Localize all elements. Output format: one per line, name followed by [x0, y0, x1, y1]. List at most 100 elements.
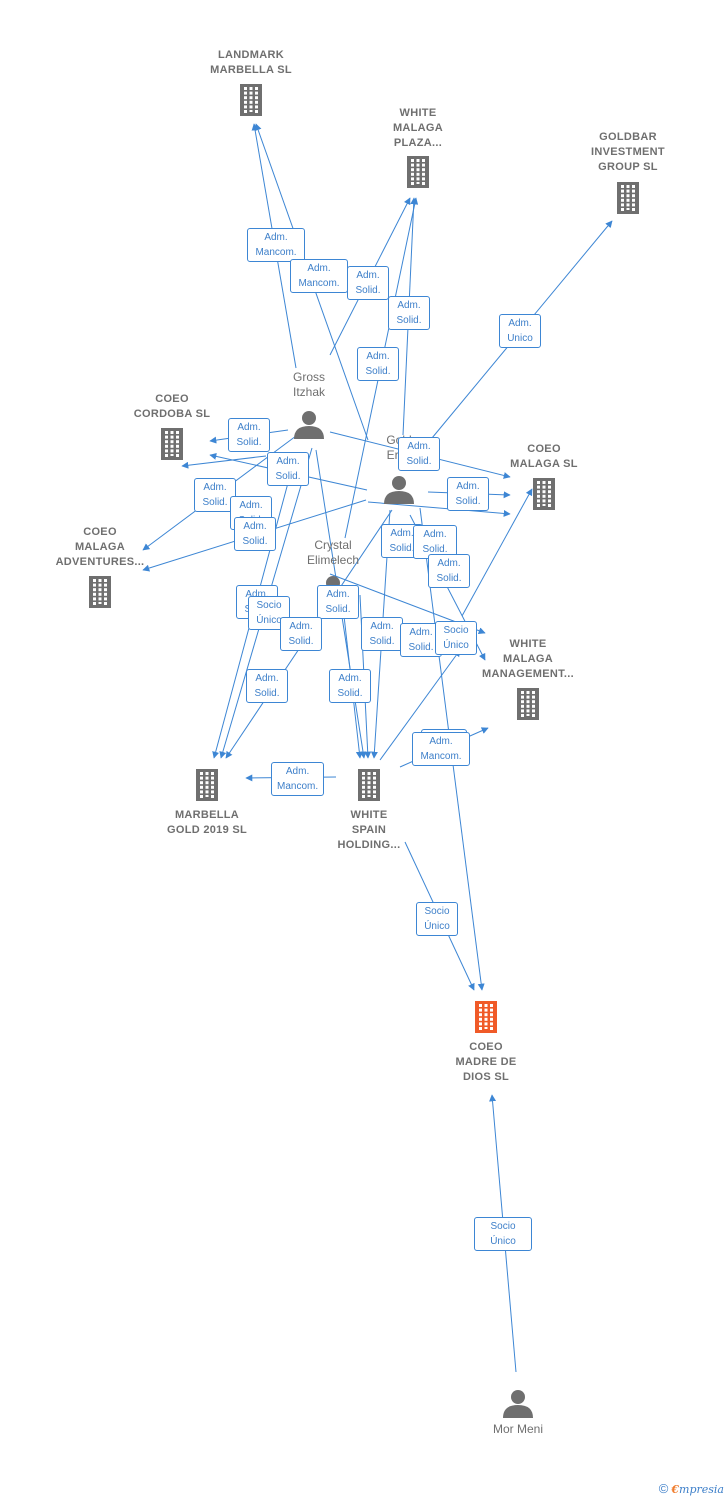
relation-label-line: Solid.: [455, 496, 481, 507]
company-icon[interactable]: [89, 576, 111, 608]
relation-label-line: Unico: [507, 333, 533, 344]
node-label-line: Gross: [292, 370, 325, 384]
relation-label[interactable]: Adm.Solid.: [246, 669, 288, 703]
relation-label-line: Adm.: [255, 673, 279, 684]
relation-label-line: Solid.: [202, 497, 228, 508]
relation-label-line: Socio: [443, 625, 469, 636]
node-label-line: MARBELLA: [174, 809, 240, 821]
node-label-line: Crystal: [314, 538, 352, 552]
relation-label[interactable]: Adm.Mancom.: [247, 228, 305, 262]
relation-label[interactable]: Adm.Solid.: [317, 585, 359, 619]
node-label-mor-meni[interactable]: Mor Meni: [458, 1422, 578, 1437]
relation-label[interactable]: Adm.Mancom.: [412, 732, 470, 766]
relation-label[interactable]: Adm. Mancom.: [290, 259, 348, 293]
relation-label[interactable]: Adm.Solid.: [228, 418, 270, 452]
relation-label[interactable]: Adm.Solid.: [388, 296, 430, 330]
relation-label[interactable]: Adm.Solid.: [347, 266, 389, 300]
relation-label-line: Adm.: [397, 300, 421, 311]
relation-label-line: Solid.: [436, 573, 462, 584]
node-label-line: MALAGA: [502, 653, 554, 665]
relation-label[interactable]: Adm.Solid.: [428, 554, 470, 588]
node-label-line: COEO: [527, 443, 561, 455]
node-label-line: Itzhak: [292, 385, 325, 399]
person-icon[interactable]: [503, 1390, 533, 1418]
relation-label-line: Único: [490, 1236, 516, 1247]
relation-label-line: Adm.: [285, 766, 310, 777]
relation-label-line: Adm.: [243, 521, 267, 532]
node-label-goldbar[interactable]: GOLDBAR INVESTMENT GROUP SL: [568, 130, 688, 175]
relation-label[interactable]: Adm. Solid.: [234, 517, 276, 551]
node-label-line: COEO: [83, 526, 117, 538]
relation-label[interactable]: Adm.Solid.: [357, 347, 399, 381]
node-label-white-spain[interactable]: WHITE SPAIN HOLDING...: [309, 808, 429, 853]
relation-label-line: Adm.: [456, 481, 480, 492]
company-icon[interactable]: [358, 769, 380, 801]
company-icon[interactable]: [617, 182, 639, 214]
node-label-line: GROUP SL: [598, 161, 658, 173]
relation-label-line: Único: [443, 640, 469, 651]
relation-label-line: Solid.: [408, 642, 434, 653]
node-label-line: GOLD 2019 SL: [166, 824, 247, 836]
person-icon[interactable]: [384, 476, 414, 504]
node-label-line: HOLDING...: [337, 839, 401, 851]
relation-label-line: Solid.: [242, 536, 268, 547]
relation-label-line: Adm.: [356, 270, 380, 281]
relation-label-line: Solid.: [406, 456, 432, 467]
company-icon[interactable]: [533, 478, 555, 510]
node-label-line: GOLDBAR: [599, 131, 657, 143]
company-icon[interactable]: [407, 156, 429, 188]
company-icon[interactable]: [161, 428, 183, 460]
relation-label-line: Mancom.: [298, 278, 340, 289]
relation-label-line: Solid.: [389, 543, 415, 554]
relation-label[interactable]: Adm.Unico: [499, 314, 541, 348]
relation-label[interactable]: Adm.Solid.: [329, 669, 371, 703]
person-icon[interactable]: [294, 411, 324, 439]
company-icon[interactable]: [517, 688, 539, 720]
focus-company-icon[interactable]: [475, 1001, 497, 1033]
node-label-line: COEO: [469, 1041, 503, 1053]
relation-label-line: Adm.: [276, 456, 300, 467]
relation-label-line: Único: [256, 615, 282, 626]
relation-label-line: Único: [424, 921, 450, 932]
node-label-line: WHITE: [350, 809, 388, 821]
relation-label-line: Adm.: [289, 621, 313, 632]
relation-label[interactable]: Adm.Solid.: [280, 617, 322, 651]
node-label-line: INVESTMENT: [591, 146, 665, 158]
relation-label[interactable]: Adm.Solid.: [194, 478, 236, 512]
relation-label[interactable]: Adm. Solid.: [447, 477, 489, 511]
relation-label[interactable]: Adm. Solid.: [398, 437, 440, 471]
relation-label-line: Adm.: [407, 441, 431, 452]
relation-label-line: Mancom.: [277, 781, 319, 792]
node-label-line: DIOS SL: [462, 1071, 510, 1083]
relation-label-line: Adm.: [307, 263, 331, 274]
relation-label-line: Solid.: [325, 604, 351, 615]
company-icon[interactable]: [240, 84, 262, 116]
node-label-line: MARBELLA SL: [210, 64, 292, 76]
relation-label-line: Solid.: [337, 688, 363, 699]
relation-label[interactable]: Adm.Solid.: [267, 452, 309, 486]
node-label-line: Elimelech: [306, 553, 360, 567]
relation-label-line: Adm.: [237, 422, 261, 433]
node-label-line: WHITE: [509, 638, 547, 650]
relation-label[interactable]: Adm.Solid.: [361, 617, 403, 651]
company-icon[interactable]: [196, 769, 218, 801]
relation-label-line: Adm.: [245, 589, 269, 600]
node-label-marbella-gold[interactable]: MARBELLA GOLD 2019 SL: [147, 808, 267, 838]
footer-brand[interactable]: ©€mpresia: [659, 1481, 724, 1496]
node-label-line: SPAIN: [351, 824, 387, 836]
relation-label-line: Adm.: [239, 500, 263, 511]
relation-label[interactable]: Adm. Mancom.: [271, 762, 325, 796]
